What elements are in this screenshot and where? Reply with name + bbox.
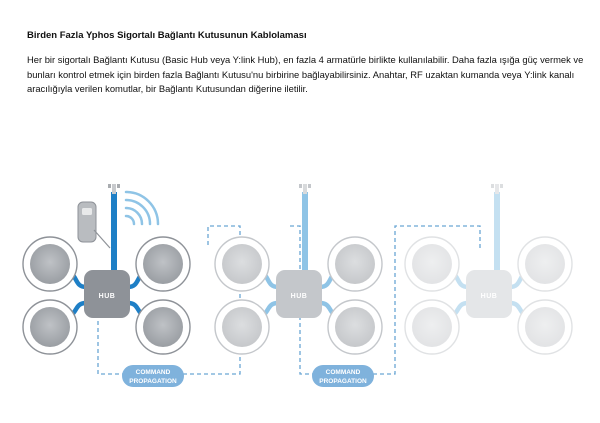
hub-box-1: HUB xyxy=(84,270,130,318)
hub-box-3: HUB xyxy=(466,270,512,318)
hub-group-3: HUB xyxy=(404,184,573,355)
description-paragraph: Her bir sigortalı Bağlantı Kutusu (Basic… xyxy=(27,54,584,94)
page-title: Birden Fazla Yphos Sigortalı Bağlantı Ku… xyxy=(27,30,307,41)
svg-text:PROPAGATION: PROPAGATION xyxy=(129,378,177,385)
hub-label: HUB xyxy=(99,293,116,300)
fixture xyxy=(22,299,78,355)
wireless-signal-icon xyxy=(124,190,160,226)
fixture xyxy=(214,236,270,292)
fixture xyxy=(214,299,270,355)
fixture xyxy=(327,236,383,292)
fixture xyxy=(135,236,191,292)
fixture xyxy=(135,299,191,355)
command-propagation-badge-2: COMMAND PROPAGATION xyxy=(312,365,374,387)
hub-box-2: HUB xyxy=(276,270,322,318)
hub-group-2: HUB xyxy=(214,184,383,355)
svg-text:COMMAND: COMMAND xyxy=(326,369,361,376)
hub-group-1: HUB xyxy=(22,184,191,355)
fixture xyxy=(404,236,460,292)
hub-label: HUB xyxy=(291,293,308,300)
fixture xyxy=(517,299,573,355)
svg-text:COMMAND: COMMAND xyxy=(136,369,171,376)
fixture xyxy=(327,299,383,355)
svg-text:PROPAGATION: PROPAGATION xyxy=(319,378,367,385)
fixture xyxy=(517,236,573,292)
hub-label: HUB xyxy=(481,293,498,300)
propagation-dashed-lines xyxy=(97,225,481,375)
fixture xyxy=(404,299,460,355)
fixture xyxy=(22,236,78,292)
rf-remote-icon xyxy=(77,201,111,249)
command-propagation-badge-1: COMMAND PROPAGATION xyxy=(122,365,184,387)
